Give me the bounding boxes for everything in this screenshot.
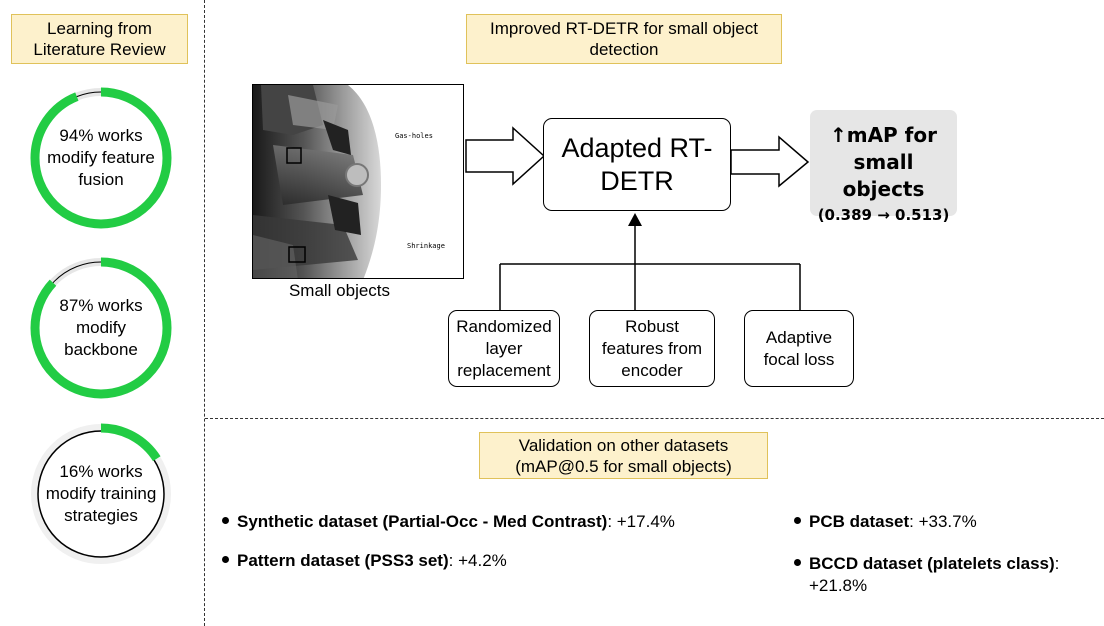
stat-ring-backbone: 87% works modify backbone [27,254,175,402]
xray-image: Gas-holes Shrinkage [252,84,464,279]
stat-text: 87% works modify backbone [59,296,143,359]
image-caption: Small objects [288,281,391,300]
stat-text: 16% works modify training strategies [45,462,157,525]
validation-title-line-1: Validation on other datasets [518,435,729,455]
ring-backbone-svg [30,257,172,399]
result-item-synthetic: Synthetic dataset (Partial-Occ - Med Con… [222,511,675,532]
ring-feature-fusion-svg [30,87,172,229]
stat-ring-feature-fusion: 94% works modify feature fusion [27,84,175,232]
component-text: Robust features from encoder [601,316,703,380]
xray-drawing [253,85,381,278]
connectors [465,126,810,310]
bullet-icon [222,517,229,525]
dataset-value: : +33.7% [909,512,977,531]
vertical-divider [204,0,205,626]
improved-rtdetr-title-text: Improved RT-DETR for small object detect… [490,19,758,59]
component-text: Adaptive focal loss [763,327,835,369]
dataset-name: Synthetic dataset (Partial-Occ - Med Con… [237,512,608,531]
component-text: Randomized layer replacement [456,316,552,380]
improved-rtdetr-title: Improved RT-DETR for small object detect… [466,14,782,64]
stat-text: 94% works modify feature fusion [47,126,155,189]
result-item-bccd-value: +21.8% [809,575,867,596]
bullet-icon [794,517,801,525]
adapted-rtdetr-box: Adapted RT-DETR [543,118,731,211]
dataset-value: : +4.2% [448,551,507,570]
validation-title: Validation on other datasets (mAP@0.5 fo… [479,432,768,479]
arrow-to-result [730,135,810,188]
bullet-icon [794,559,801,567]
component-robust-features: Robust features from encoder [589,310,715,387]
ring-training-svg [30,423,172,565]
result-line-2: small objects [842,150,925,201]
dataset-value: +21.8% [809,576,868,595]
literature-review-title: Learning from Literature Review [11,14,188,64]
bullet-icon [222,556,229,564]
result-line-3: (0.389 → 0.513) [817,206,950,224]
ring-progress [30,87,172,229]
result-item-pcb: PCB dataset: +33.7% [794,511,977,532]
adapted-rtdetr-text: Adapted RT-DETR [561,132,713,196]
arrow-to-model [465,126,546,186]
dataset-name: BCCD dataset (platelets class) [809,554,1055,573]
result-item-bccd: BCCD dataset (platelets class): [794,553,1059,574]
ring-progress [30,423,172,565]
dataset-name: Pattern dataset (PSS3 set) [237,551,449,570]
result-item-pattern: Pattern dataset (PSS3 set): +4.2% [222,550,507,571]
result-line-1: ↑mAP for [829,123,937,147]
component-randomized-layer: Randomized layer replacement [448,310,560,387]
xray-label-gas-holes: Gas-holes [395,132,433,140]
dataset-value: : [1054,554,1060,573]
dataset-value: : +17.4% [607,512,675,531]
validation-title-line-2: (mAP@0.5 for small objects) [515,456,732,476]
literature-review-title-text: Learning from Literature Review [33,19,166,59]
dataset-name: PCB dataset [809,512,910,531]
ring-progress [30,257,172,399]
result-box: ↑mAP for small objects (0.389 → 0.513) [810,110,957,224]
component-adaptive-focal-loss: Adaptive focal loss [744,310,854,387]
stat-ring-training: 16% works modify training strategies [27,420,175,568]
horizontal-divider [205,418,1104,419]
connector-arrowhead [628,213,642,226]
xray-label-shrinkage: Shrinkage [407,242,445,250]
